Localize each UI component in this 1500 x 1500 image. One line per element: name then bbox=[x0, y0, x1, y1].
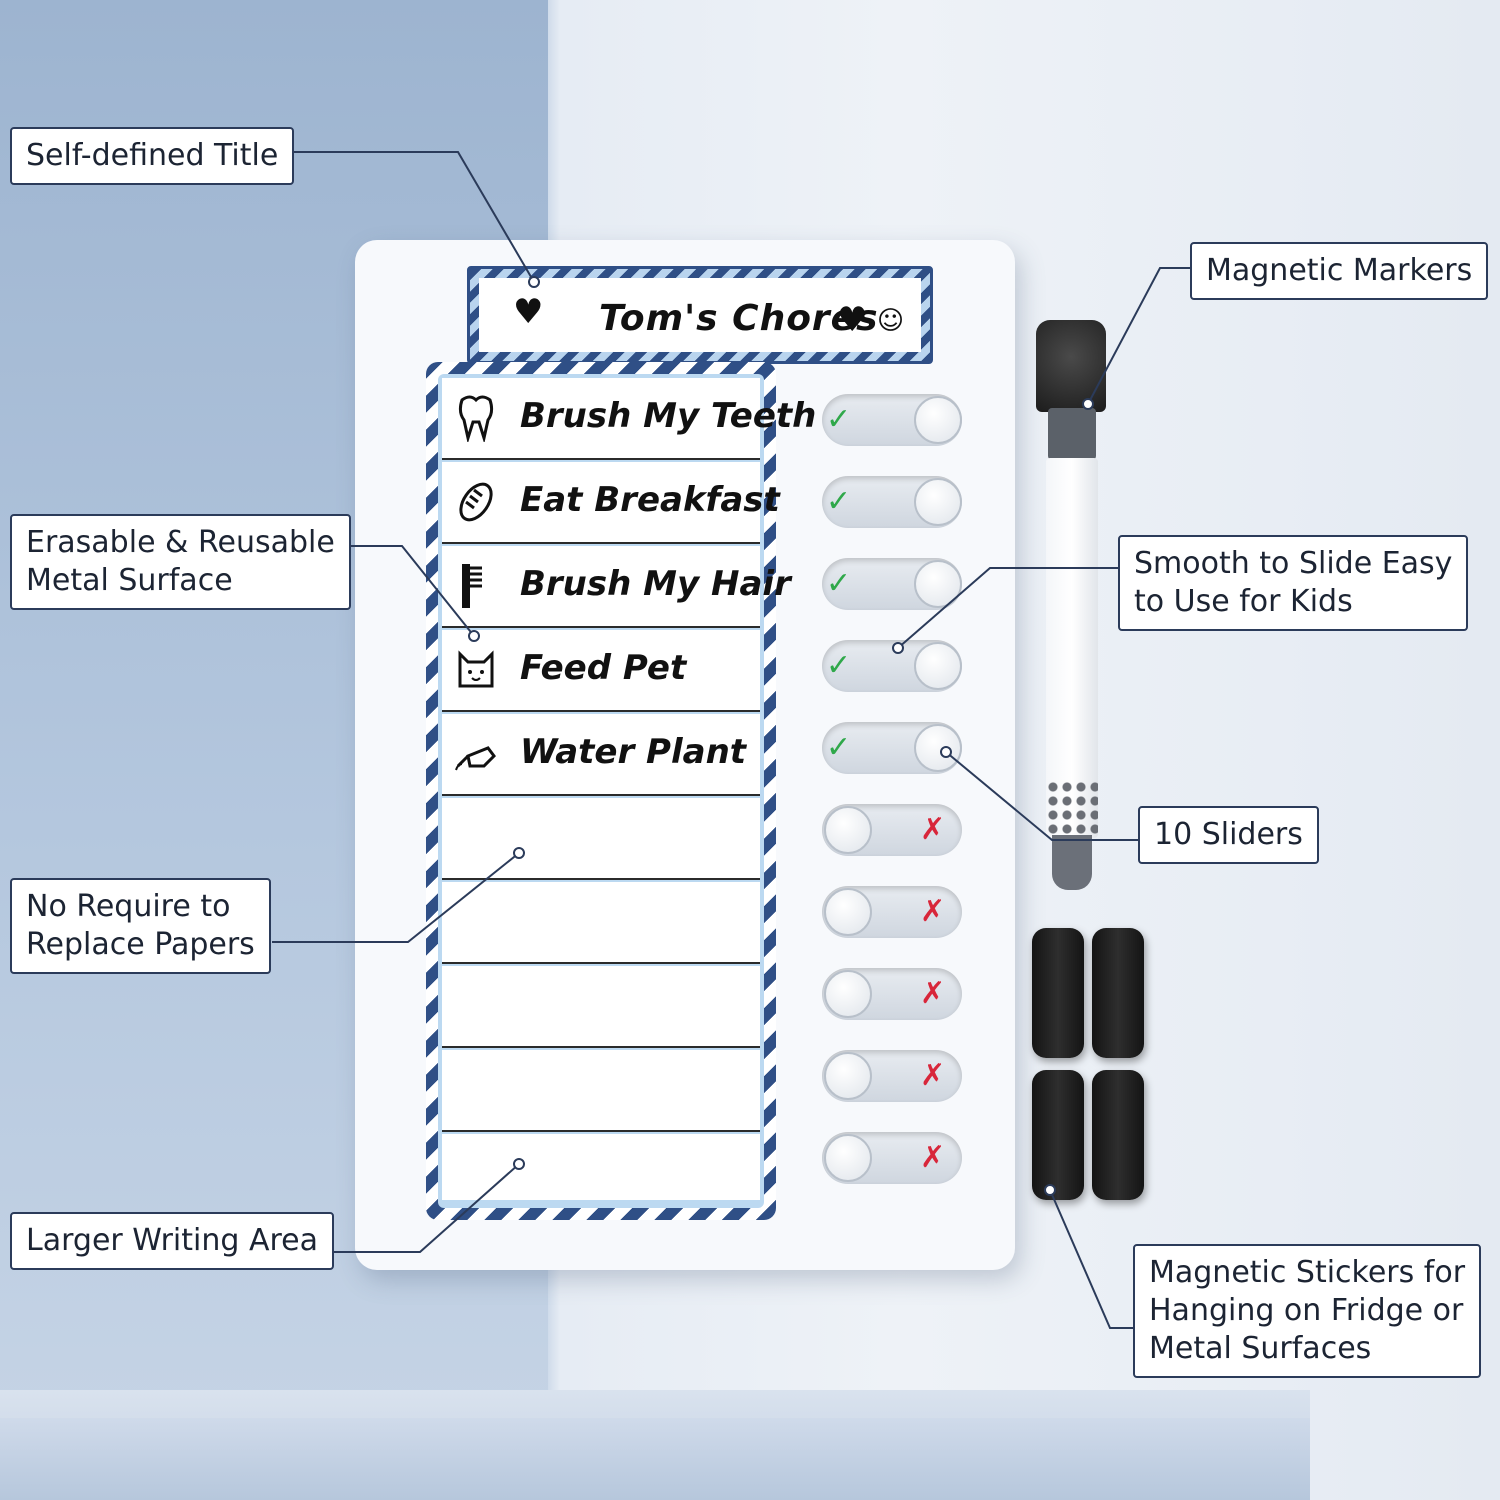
slider-knob[interactable] bbox=[914, 396, 962, 444]
magnetic-sticker bbox=[1032, 1070, 1084, 1200]
slider-7[interactable]: ✗ bbox=[822, 886, 962, 938]
slider-knob[interactable] bbox=[824, 806, 872, 854]
chore-row[interactable]: Brush My Hair bbox=[442, 546, 791, 628]
chore-label: Brush My Hair bbox=[520, 564, 791, 604]
check-mark-icon: ✓ bbox=[826, 648, 852, 683]
callout-magnetic-stickers: Magnetic Stickers for Hanging on Fridge … bbox=[1133, 1244, 1482, 1378]
comb-icon bbox=[462, 564, 482, 608]
tooth-icon bbox=[458, 395, 494, 442]
chore-row[interactable]: Feed Pet bbox=[442, 630, 760, 712]
callout-erasable-surface: Erasable & Reusable Metal Surface bbox=[10, 514, 351, 610]
cross-mark-icon: ✗ bbox=[920, 1058, 946, 1093]
marker-tip bbox=[1052, 835, 1092, 890]
check-mark-icon: ✓ bbox=[826, 402, 852, 437]
chore-label: Water Plant bbox=[520, 732, 747, 772]
slider-2[interactable]: ✓ bbox=[822, 476, 962, 528]
magnetic-sticker bbox=[1092, 928, 1144, 1058]
slider-knob[interactable] bbox=[824, 888, 872, 936]
callout-self-defined-title: Self-defined Title bbox=[10, 127, 295, 185]
chore-list-frame: Brush My Teeth Eat Breakfast Brush My Ha… bbox=[426, 362, 816, 1220]
chore-label: Feed Pet bbox=[520, 648, 687, 688]
chore-row-blank[interactable] bbox=[442, 1050, 760, 1132]
slider-3[interactable]: ✓ bbox=[822, 558, 962, 610]
slider-knob[interactable] bbox=[914, 724, 962, 772]
check-mark-icon: ✓ bbox=[826, 484, 852, 519]
slider-knob[interactable] bbox=[824, 1134, 872, 1182]
slider-8[interactable]: ✗ bbox=[822, 968, 962, 1020]
watering-can-icon bbox=[455, 746, 496, 771]
magnetic-sticker bbox=[1032, 928, 1084, 1058]
marker-magnet-clip bbox=[1048, 408, 1096, 460]
chore-row-blank[interactable] bbox=[442, 798, 760, 880]
chore-row[interactable]: Water Plant bbox=[442, 714, 760, 796]
slider-knob[interactable] bbox=[914, 478, 962, 526]
cross-mark-icon: ✗ bbox=[920, 812, 946, 847]
slider-6[interactable]: ✗ bbox=[822, 804, 962, 856]
title-plate: ♥ Tom's Chores ♥ ☺ bbox=[467, 266, 933, 364]
magnetic-sticker bbox=[1092, 1070, 1144, 1200]
slider-knob[interactable] bbox=[824, 1052, 872, 1100]
chore-row[interactable]: Eat Breakfast bbox=[442, 462, 780, 544]
slider-knob[interactable] bbox=[914, 560, 962, 608]
callout-no-require-papers: No Require to Replace Papers bbox=[10, 878, 271, 974]
chore-row-blank[interactable] bbox=[442, 1134, 760, 1200]
cross-mark-icon: ✗ bbox=[920, 894, 946, 929]
cross-mark-icon: ✗ bbox=[920, 1140, 946, 1175]
slider-knob[interactable] bbox=[914, 642, 962, 690]
chore-row[interactable]: Brush My Teeth bbox=[442, 378, 816, 460]
check-mark-icon: ✓ bbox=[826, 730, 852, 765]
marker-eraser-cap bbox=[1036, 320, 1106, 412]
pet-icon bbox=[458, 650, 494, 688]
heart-icon: ♥ bbox=[837, 300, 868, 340]
cross-mark-icon: ✗ bbox=[920, 976, 946, 1011]
marker-body bbox=[1046, 458, 1098, 838]
callout-magnetic-markers: Magnetic Markers bbox=[1190, 242, 1489, 300]
background-ledge-front bbox=[0, 1418, 1310, 1500]
chore-list: Brush My Teeth Eat Breakfast Brush My Ha… bbox=[438, 374, 816, 1208]
callout-larger-writing-area: Larger Writing Area bbox=[10, 1212, 334, 1270]
callout-smooth-slide: Smooth to Slide Easy to Use for Kids bbox=[1118, 535, 1469, 631]
check-mark-icon: ✓ bbox=[826, 566, 852, 601]
slider-1[interactable]: ✓ bbox=[822, 394, 962, 446]
chore-label: Eat Breakfast bbox=[520, 480, 780, 520]
chore-row-blank[interactable] bbox=[442, 966, 760, 1048]
slider-5[interactable]: ✓ bbox=[822, 722, 962, 774]
slider-knob[interactable] bbox=[824, 970, 872, 1018]
dry-erase-marker bbox=[1036, 320, 1106, 890]
bread-icon bbox=[459, 482, 493, 522]
chore-label: Brush My Teeth bbox=[520, 396, 817, 436]
chore-row-blank[interactable] bbox=[442, 882, 760, 964]
slider-10[interactable]: ✗ bbox=[822, 1132, 962, 1184]
callout-ten-sliders: 10 Sliders bbox=[1138, 806, 1319, 864]
marker-grip bbox=[1046, 780, 1098, 838]
smiley-icon: ☺ bbox=[877, 306, 905, 336]
slider-4[interactable]: ✓ bbox=[822, 640, 962, 692]
board-title: Tom's Chores bbox=[599, 298, 879, 339]
slider-9[interactable]: ✗ bbox=[822, 1050, 962, 1102]
heart-icon: ♥ bbox=[513, 292, 544, 332]
